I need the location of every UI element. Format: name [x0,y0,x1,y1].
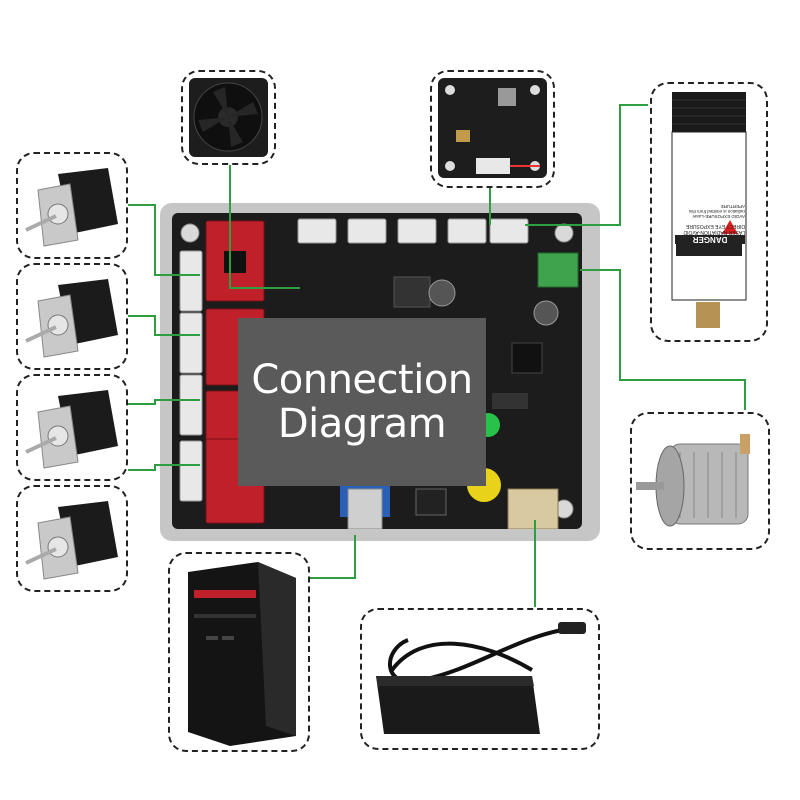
fan-tile [181,70,276,165]
connector-top [397,218,437,244]
wire-laser-head [525,104,648,226]
stepper-motor-icon [25,279,118,358]
laser-danger-text: DANGER [675,235,745,244]
stepper-motor-tile-3 [16,374,128,481]
connector-left [179,250,203,312]
stepper-motor-tile-1 [16,152,128,259]
computer-tower-icon [188,562,296,746]
connector-top [297,218,337,244]
capacitor [533,300,559,326]
title-overlay: Connection Diagram [238,318,486,486]
power-adapter-icon [376,622,586,734]
laser-aperture-text: AVOID EXPOSURE-Laser radiation is emitte… [688,204,745,219]
dc-jack [507,488,559,529]
wire-stepper-2 [128,315,200,336]
pin-header [415,488,447,516]
wire-stepper-1 [128,204,200,276]
connector-left [179,440,203,502]
dc-motor-tile [630,412,770,550]
usb-plug [347,488,383,529]
dc-motor-icon [636,434,750,527]
inductor [393,276,431,308]
computer-tile [168,552,310,752]
wire-pc [310,535,356,579]
laser-warning-line: DIRECT EYE EXPOSURE [685,223,745,229]
stepper-motor-tile-4 [16,485,128,592]
chip [492,393,528,409]
wire-stepper-4 [128,464,200,471]
wire-fan [229,165,300,289]
laser-warning-line: LASER RADIATION-AVOID [683,229,746,235]
connector-top [347,218,387,244]
power-terminal [537,252,579,288]
connector-top [447,218,487,244]
mount-hole [180,223,200,243]
connector-left [179,312,203,374]
laser-driver-board-icon [438,78,547,178]
connector-top [489,218,529,244]
laser-driver-tile [430,70,555,188]
stepper-motor-icon [25,168,118,247]
connector-left [179,374,203,436]
stepper-motor-icon [25,501,118,580]
stepper-motor-icon [25,390,118,469]
wire-stepper-3 [128,399,200,405]
wire-dc-motor [580,269,746,410]
power-adapter-tile [360,608,600,750]
capacitor [428,279,456,307]
fan-icon [189,78,268,157]
laser-head-icon [671,92,747,328]
stepper-motor-tile-2 [16,263,128,370]
laser-head-tile: DANGER LASER RADIATION-AVOID DIRECT EYE … [650,82,768,342]
laser-warning-label: DANGER LASER RADIATION-AVOID DIRECT EYE … [675,144,745,244]
title-line-1: Connection [251,357,473,403]
chip [511,342,543,374]
title-line-2: Diagram [277,401,447,447]
